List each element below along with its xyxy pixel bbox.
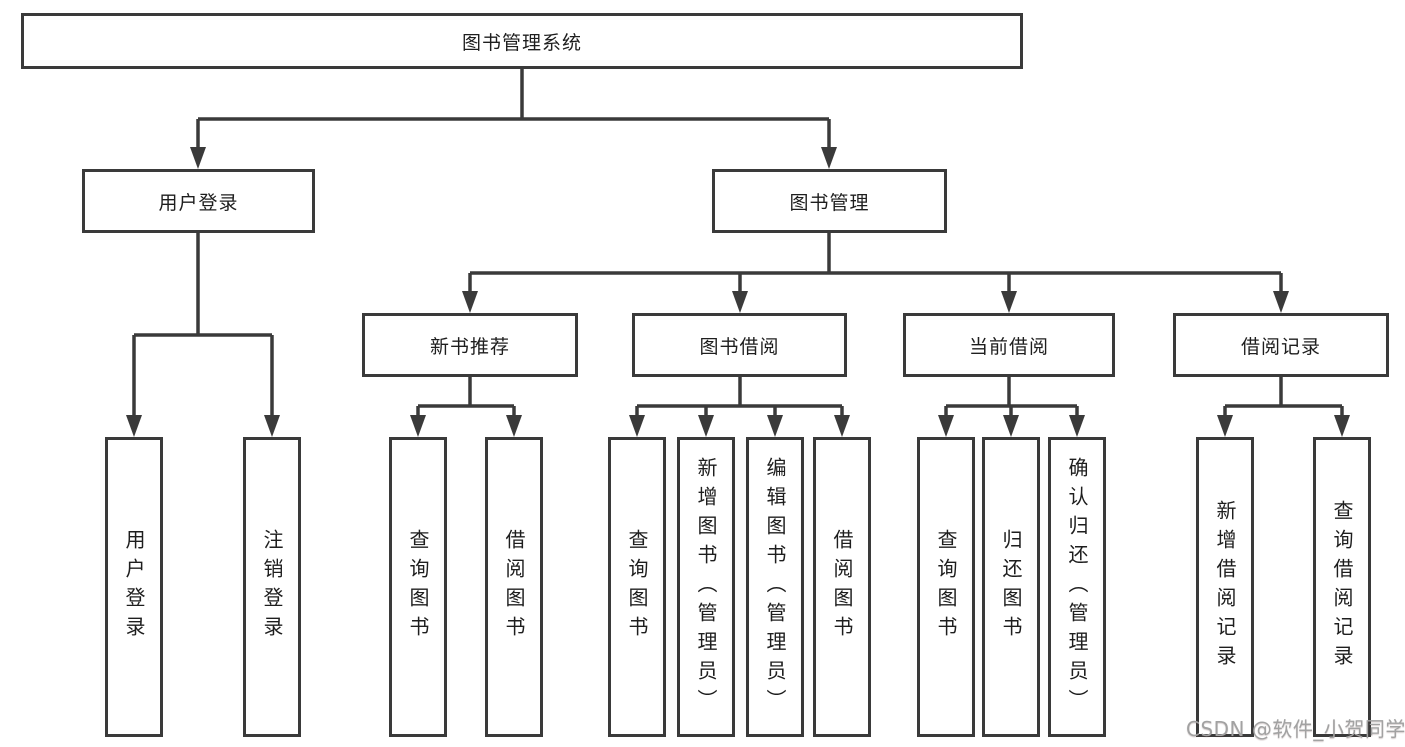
node-label: 借阅图书 bbox=[830, 529, 854, 645]
leaf-borrow-book-recommend: 借阅图书 bbox=[485, 437, 543, 737]
node-label: 查询借阅记录 bbox=[1330, 500, 1354, 674]
node-label: 当前借阅 bbox=[968, 335, 1049, 358]
node-label: 用户登录 bbox=[122, 529, 146, 645]
node-current-borrowing: 当前借阅 bbox=[903, 313, 1115, 377]
leaf-add-borrow-record: 新增借阅记录 bbox=[1196, 437, 1254, 737]
node-label: 归还图书 bbox=[999, 529, 1023, 645]
leaf-borrow-book: 借阅图书 bbox=[813, 437, 871, 737]
node-label: 确认归还（管理员） bbox=[1065, 456, 1089, 718]
node-label: 图书管理 bbox=[789, 191, 870, 214]
leaf-query-borrow-record: 查询借阅记录 bbox=[1313, 437, 1371, 737]
leaf-query-book-recommend: 查询图书 bbox=[389, 437, 447, 737]
leaf-query-book-current: 查询图书 bbox=[917, 437, 975, 737]
node-user-login: 用户登录 bbox=[82, 169, 315, 233]
leaf-edit-book-admin: 编辑图书（管理员） bbox=[746, 437, 804, 737]
node-label: 图书管理系统 bbox=[461, 31, 582, 54]
leaf-add-book-admin: 新增图书（管理员） bbox=[677, 437, 735, 737]
leaf-query-book-borrow: 查询图书 bbox=[608, 437, 666, 737]
node-borrowing-records: 借阅记录 bbox=[1173, 313, 1389, 377]
node-book-borrowing: 图书借阅 bbox=[632, 313, 847, 377]
node-book-management: 图书管理 bbox=[712, 169, 947, 233]
node-new-book-recommend: 新书推荐 bbox=[362, 313, 578, 377]
node-label: 查询图书 bbox=[934, 529, 958, 645]
node-library-management-system: 图书管理系统 bbox=[21, 13, 1023, 69]
node-label: 借阅记录 bbox=[1240, 335, 1321, 358]
node-label: 查询图书 bbox=[625, 529, 649, 645]
leaf-logout: 注销登录 bbox=[243, 437, 301, 737]
leaf-confirm-return-admin: 确认归还（管理员） bbox=[1048, 437, 1106, 737]
node-label: 用户登录 bbox=[158, 191, 239, 214]
csdn-watermark: CSDN @软件_小贺同学 bbox=[1186, 717, 1405, 741]
leaf-user-login: 用户登录 bbox=[105, 437, 163, 737]
node-label: 新增借阅记录 bbox=[1213, 500, 1237, 674]
node-label: 新增图书（管理员） bbox=[694, 456, 718, 718]
node-label: 编辑图书（管理员） bbox=[763, 456, 787, 718]
node-label: 图书借阅 bbox=[699, 335, 780, 358]
node-label: 注销登录 bbox=[260, 529, 284, 645]
node-label: 借阅图书 bbox=[502, 529, 526, 645]
node-label: 新书推荐 bbox=[429, 335, 510, 358]
node-label: 查询图书 bbox=[406, 529, 430, 645]
leaf-return-book: 归还图书 bbox=[982, 437, 1040, 737]
